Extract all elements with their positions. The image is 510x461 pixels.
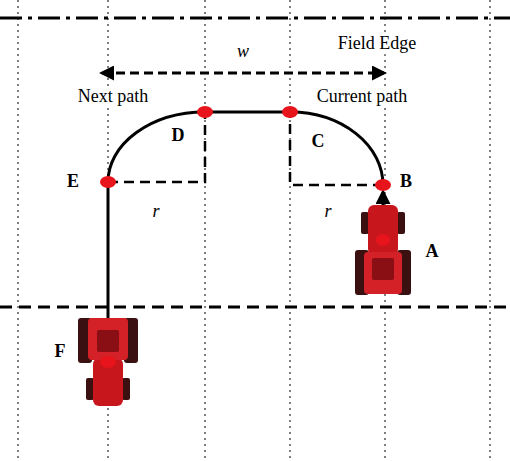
dimension-label: r bbox=[150, 202, 161, 222]
path-gridline bbox=[18, 0, 490, 461]
turn-path bbox=[108, 112, 383, 355]
width-dimension bbox=[102, 72, 384, 75]
tractor-a bbox=[355, 205, 411, 295]
headland-line bbox=[0, 306, 510, 309]
point-label: E bbox=[65, 172, 81, 192]
point-label: A bbox=[424, 242, 441, 262]
path-label: Current path bbox=[315, 87, 409, 107]
path-point bbox=[100, 106, 391, 368]
field-edge-label: Field Edge bbox=[336, 34, 419, 54]
path-label: Next path bbox=[76, 87, 150, 107]
point-label: F bbox=[53, 342, 68, 362]
dimension-label: r bbox=[322, 202, 333, 222]
field-edge-line bbox=[0, 17, 510, 20]
point-label: D bbox=[170, 126, 187, 146]
point-label: B bbox=[398, 172, 414, 192]
tractor-f bbox=[78, 318, 138, 406]
point-label: C bbox=[310, 132, 327, 152]
dimension-label: w bbox=[235, 42, 251, 62]
